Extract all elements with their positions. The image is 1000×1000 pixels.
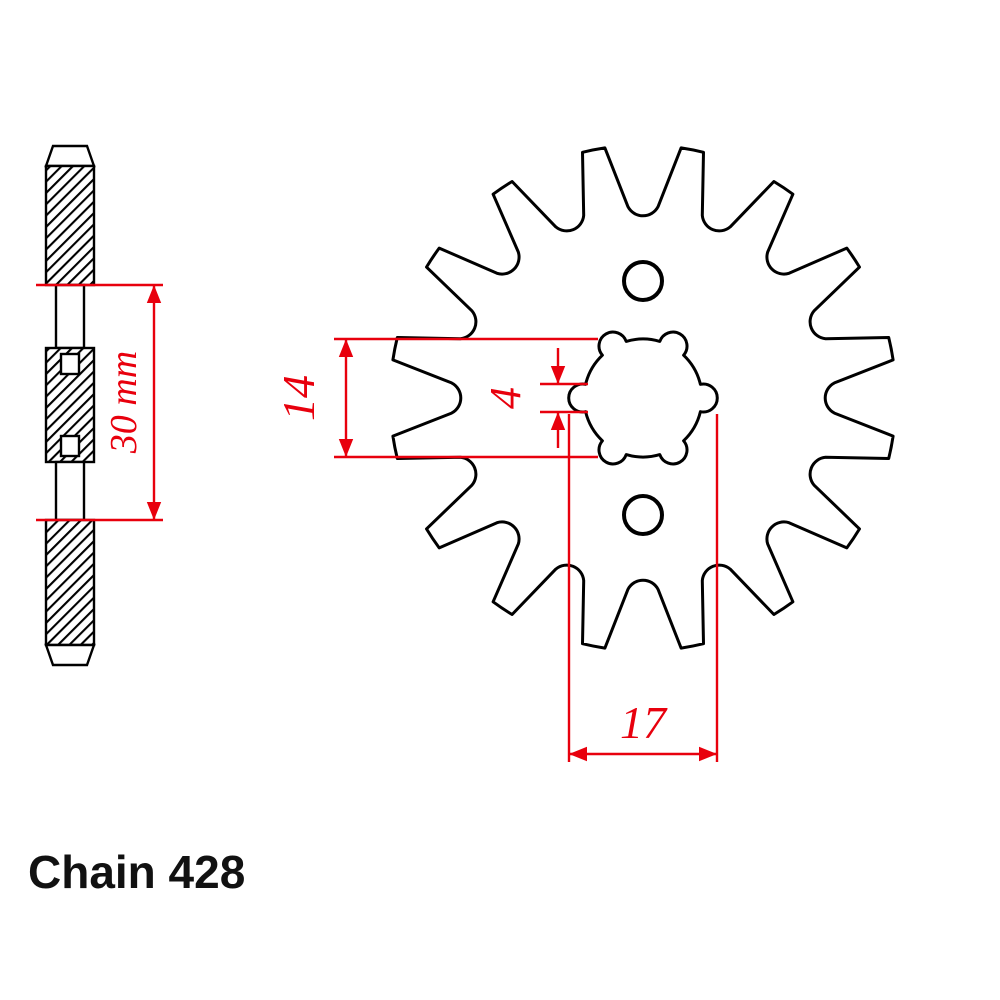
- side-view: [44, 144, 96, 667]
- chain-label: Chain 428: [28, 846, 245, 898]
- dimension-14: 14: [273, 337, 598, 459]
- bolt-hole-top: [622, 260, 664, 302]
- side-view-roller-gap-1: [59, 352, 81, 376]
- bolt-hole-bottom: [622, 494, 664, 536]
- side-view-top-cap: [44, 144, 96, 168]
- side-view-roller-gap-2: [59, 434, 81, 458]
- side-view-bottom-cap: [44, 643, 96, 667]
- dimension-4: 4: [481, 348, 588, 448]
- dimension-label-14: 14: [273, 375, 324, 421]
- dimension-30mm: 30 mm: [36, 283, 163, 522]
- dimension-label-17: 17: [620, 697, 668, 748]
- side-view-hatch-block-1: [44, 164, 96, 287]
- dimension-label-4: 4: [481, 387, 530, 409]
- dimension-label-30mm: 30 mm: [103, 351, 145, 454]
- front-view: [391, 146, 895, 650]
- side-view-narrow-section-1: [54, 283, 86, 350]
- dimension-17: 17: [567, 414, 719, 762]
- side-view-hatch-block-3: [44, 518, 96, 647]
- side-view-narrow-section-2: [54, 460, 86, 522]
